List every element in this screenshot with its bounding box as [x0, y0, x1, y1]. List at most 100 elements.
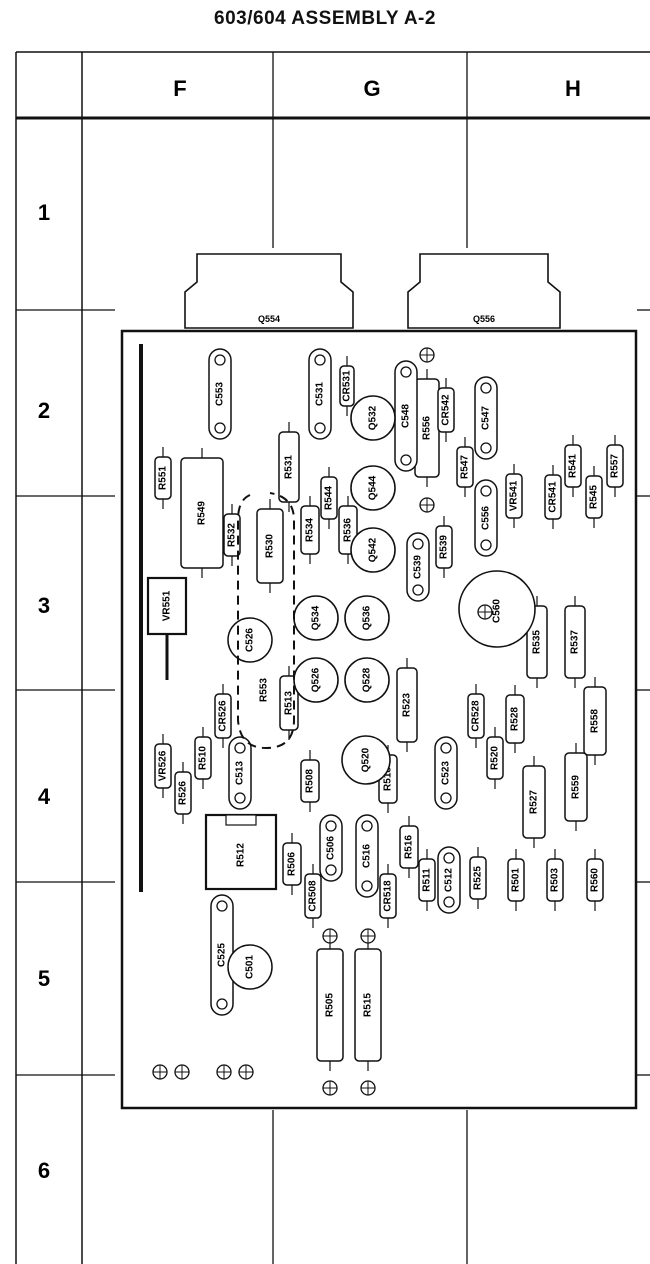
transistor-q520: Q520: [341, 735, 391, 785]
resistor-r541: R541: [564, 435, 582, 497]
capacitor-c553: C553: [208, 348, 232, 440]
svg-text:C560: C560: [492, 599, 503, 623]
terminal-icon: [322, 928, 338, 944]
svg-text:C512: C512: [444, 868, 455, 892]
resistor-r531: R531: [278, 422, 300, 512]
svg-text:R558: R558: [590, 709, 601, 733]
svg-text:R531: R531: [284, 455, 295, 479]
capacitor-c548: C548: [394, 360, 418, 472]
zener-vr541: VR541: [505, 464, 523, 528]
svg-text:R505: R505: [325, 993, 336, 1017]
svg-text:CR541: CR541: [548, 481, 559, 513]
resistor-r557: R557: [606, 435, 624, 497]
diode-cr541: CR541: [544, 465, 562, 529]
svg-text:R511: R511: [422, 868, 433, 892]
svg-text:R535: R535: [532, 630, 543, 654]
transistor-q542: Q542: [350, 527, 396, 573]
resistor-r501: R501: [507, 849, 525, 911]
resistor-r544: R544: [320, 467, 338, 529]
svg-text:Q542: Q542: [368, 537, 379, 562]
capacitor-c516: C516: [355, 814, 379, 898]
capacitor-c501: C501: [227, 944, 273, 990]
svg-text:R510: R510: [198, 746, 209, 770]
svg-text:C547: C547: [481, 406, 492, 430]
svg-text:VR541: VR541: [509, 480, 520, 511]
svg-text:CR526: CR526: [218, 700, 229, 732]
svg-text:Q532: Q532: [368, 405, 379, 430]
pcb-outline: [120, 329, 638, 1110]
svg-text:CR518: CR518: [383, 880, 394, 912]
svg-text:Q544: Q544: [368, 475, 379, 500]
terminal-icon: [419, 347, 435, 363]
svg-text:Q536: Q536: [362, 605, 373, 630]
resistor-r560: R560: [586, 849, 604, 911]
svg-text:R508: R508: [305, 769, 316, 793]
resistor-r525: R525: [469, 847, 487, 909]
svg-text:C513: C513: [235, 761, 246, 785]
svg-text:C506: C506: [326, 836, 337, 860]
svg-text:R541: R541: [568, 454, 579, 478]
svg-text:R513: R513: [284, 691, 295, 715]
terminal-icon: [322, 1080, 338, 1096]
svg-text:Q554: Q554: [258, 314, 280, 324]
svg-text:Q528: Q528: [362, 667, 373, 692]
svg-text:R526: R526: [178, 781, 189, 805]
svg-text:CR542: CR542: [441, 394, 452, 426]
svg-text:R545: R545: [589, 485, 600, 509]
svg-text:R503: R503: [550, 868, 561, 892]
column-label-h: H: [565, 76, 581, 101]
transistor-q532: Q532: [350, 395, 396, 441]
resistor-r545: R545: [585, 466, 603, 528]
svg-text:C539: C539: [413, 555, 424, 579]
resistor-r503: R503: [546, 849, 564, 911]
diode-cr542: CR542: [437, 378, 455, 442]
svg-text:Q520: Q520: [361, 747, 372, 772]
resistor-r527: R527: [522, 756, 546, 848]
column-label-g: G: [363, 76, 380, 101]
capacitor-c523: C523: [434, 736, 458, 810]
capacitor-c512: C512: [437, 846, 461, 914]
svg-text:C523: C523: [441, 761, 452, 785]
svg-text:R506: R506: [287, 852, 298, 876]
terminal-icon: [360, 928, 376, 944]
svg-text:R560: R560: [590, 868, 601, 892]
resistor-r530: R530: [256, 499, 284, 593]
svg-text:CR528: CR528: [471, 700, 482, 732]
resistor-r513: R513: [279, 666, 299, 740]
capacitor-c531: C531: [308, 348, 332, 440]
resistor-r526: R526: [174, 762, 192, 824]
resistor-r539: R539: [435, 516, 453, 578]
svg-text:R553: R553: [259, 678, 270, 702]
svg-text:R544: R544: [324, 486, 335, 510]
row-label-2: 2: [38, 398, 50, 423]
resistor-r556: R556: [414, 369, 440, 487]
resistor-r515: R515: [354, 939, 382, 1071]
svg-text:R547: R547: [460, 455, 471, 479]
diode-cr528: CR528: [467, 684, 485, 748]
resistor-r532: R532: [223, 504, 241, 566]
resistor-r549: R549: [180, 448, 224, 578]
svg-text:C516: C516: [362, 844, 373, 868]
svg-text:C525: C525: [217, 943, 228, 967]
terminal-icon: [216, 1064, 232, 1080]
svg-text:Q526: Q526: [311, 667, 322, 692]
svg-text:VR526: VR526: [158, 750, 169, 781]
resistor-r553: R553: [259, 678, 270, 702]
svg-text:C526: C526: [245, 628, 256, 652]
diagram-title: 603/604 ASSEMBLY A-2: [214, 8, 436, 29]
capacitor-c525: C525: [210, 894, 234, 1016]
svg-text:R549: R549: [197, 501, 208, 525]
resistor-r508: R508: [300, 750, 320, 812]
terminal-icon: [477, 604, 493, 620]
capacitor-c547: C547: [474, 376, 498, 460]
svg-text:R525: R525: [473, 866, 484, 890]
svg-text:Q556: Q556: [473, 314, 495, 324]
svg-text:R518: R518: [383, 767, 394, 791]
svg-text:R556: R556: [422, 416, 433, 440]
row-label-6: 6: [38, 1158, 50, 1183]
svg-text:R515: R515: [363, 993, 374, 1017]
svg-text:R516: R516: [404, 835, 415, 859]
svg-text:R512: R512: [236, 843, 247, 867]
